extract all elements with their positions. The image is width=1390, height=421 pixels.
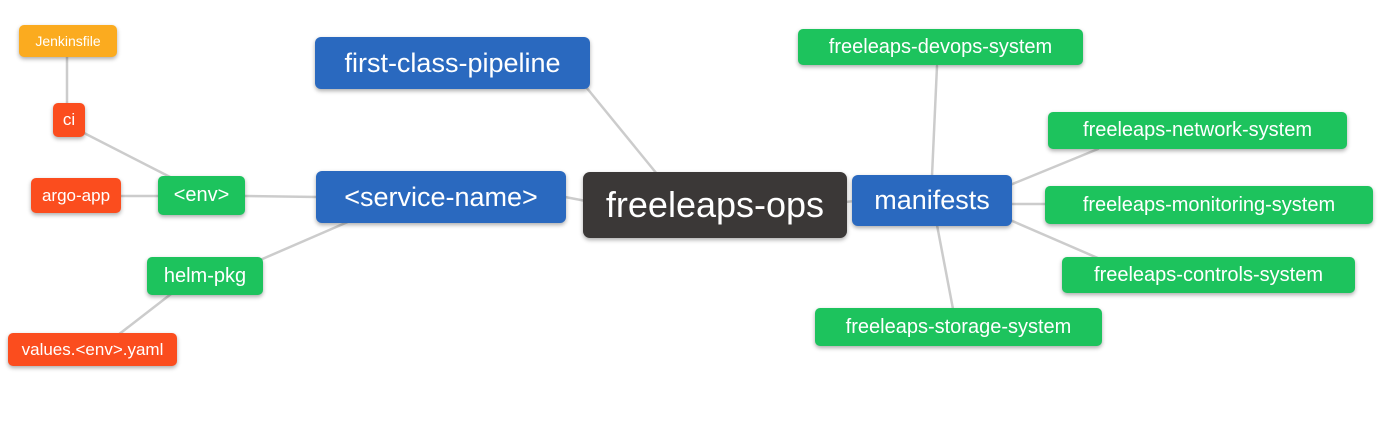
node-freeleaps-devops-system[interactable]: freeleaps-devops-system [798,29,1083,65]
edge-env-service [242,194,320,199]
edge-service-root [563,195,588,203]
edge-manifests-storage [935,223,955,311]
node-values-env-yaml[interactable]: values.<env>.yaml [8,333,177,366]
edge-helm-values [116,292,173,337]
edge-ci-env [82,131,174,180]
edge-manifests-controls [1008,218,1102,261]
edge-manifests-network [1008,147,1100,187]
edge-pipeline-root [584,85,659,176]
node-service-name[interactable]: <service-name> [316,171,566,223]
edge-manifests-devops [930,64,939,178]
node-freeleaps-controls-system[interactable]: freeleaps-controls-system [1062,257,1355,293]
edge-service-helm [258,219,352,262]
node-manifests[interactable]: manifests [852,175,1012,226]
node-freeleaps-storage-system[interactable]: freeleaps-storage-system [815,308,1102,346]
node-env[interactable]: <env> [158,176,245,215]
node-ci[interactable]: ci [53,103,85,137]
node-freeleaps-monitoring-system[interactable]: freeleaps-monitoring-system [1045,186,1373,224]
node-first-class-pipeline[interactable]: first-class-pipeline [315,37,590,89]
node-freeleaps-network-system[interactable]: freeleaps-network-system [1048,112,1347,149]
node-helm-pkg[interactable]: helm-pkg [147,257,263,295]
node-freeleaps-ops[interactable]: freeleaps-ops [583,172,847,238]
node-argo-app[interactable]: argo-app [31,178,121,213]
node-jenkinsfile[interactable]: Jenkinsfile [19,25,117,57]
